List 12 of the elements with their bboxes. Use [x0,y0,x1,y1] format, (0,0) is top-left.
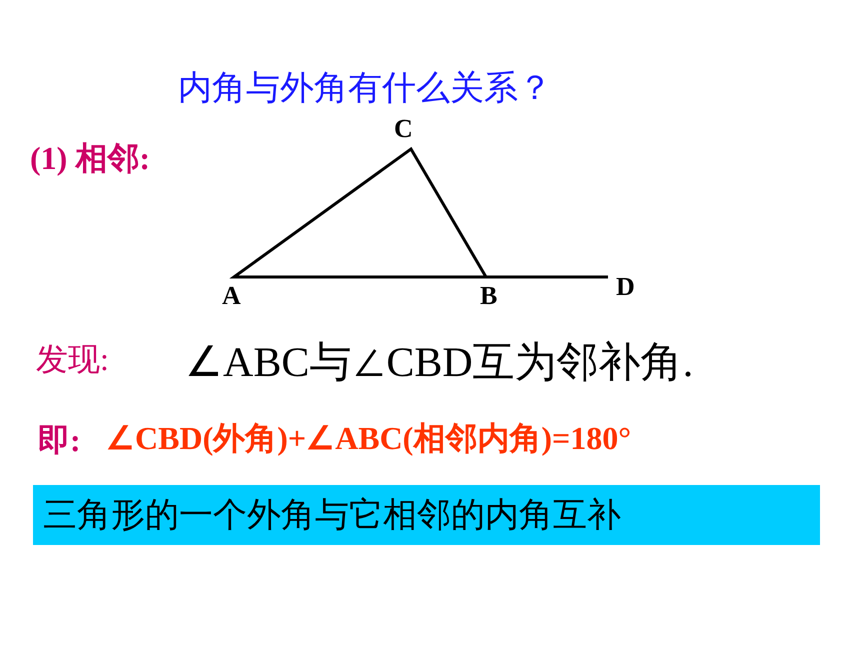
point-label: A [222,282,241,311]
finding-statement: ∠ABC与∠CBD互为邻补角. [185,340,694,386]
point-label: C [394,115,413,144]
angle-equation: ∠CBD(外角)+∠ABC(相邻内角)=180° [106,421,632,456]
slide-title: 内角与外角有什么关系？ [178,70,552,108]
finding-label: 发现: [36,342,109,378]
section-heading: (1) 相邻: [30,141,150,176]
conclusion-label: 即: [38,423,81,458]
point-label: D [616,273,635,302]
highlight-band [33,485,820,545]
band-text: 三角形的一个外角与它相邻的内角互补 [43,494,621,537]
point-label: B [480,282,498,311]
